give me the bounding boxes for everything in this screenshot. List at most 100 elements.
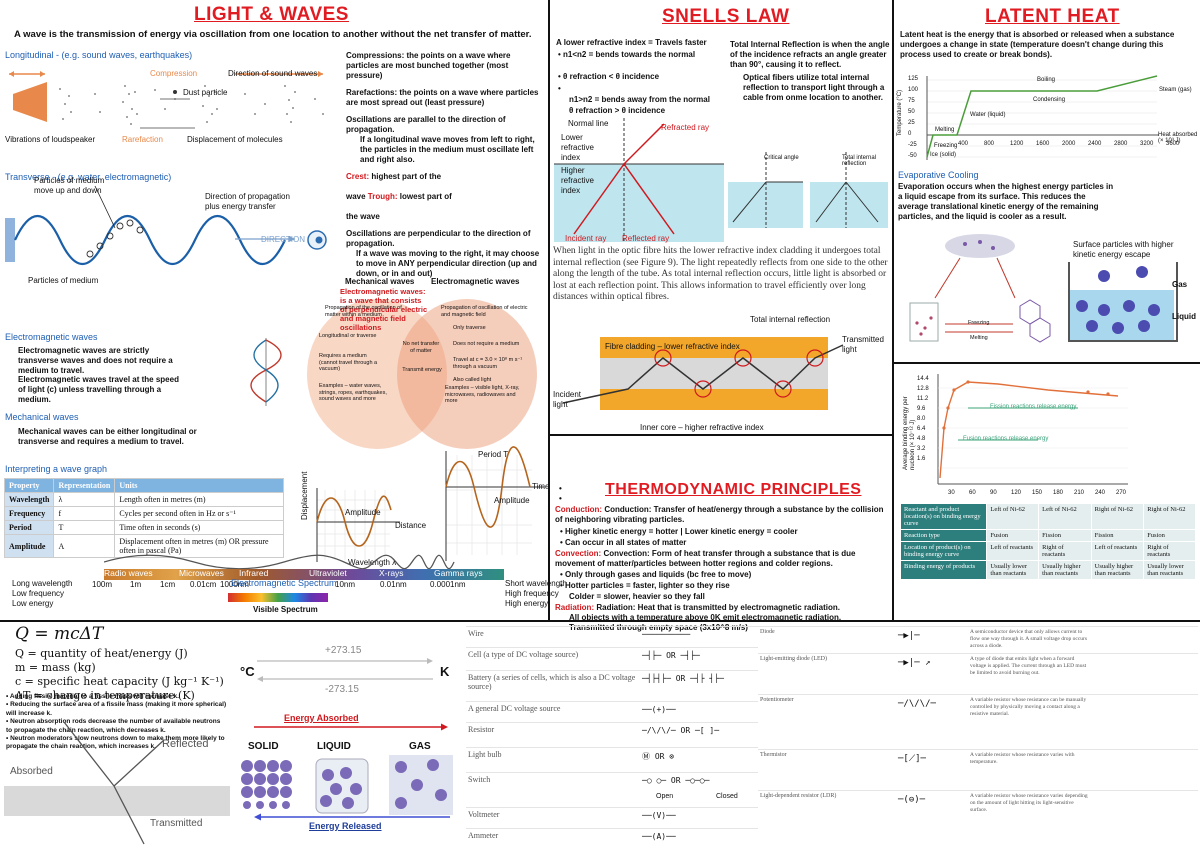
fusion-label: Fusion reactions release energy (963, 436, 1049, 442)
reflected-text: Reflected (162, 738, 209, 750)
spectrum-name: Radio waves (104, 568, 153, 578)
latent-ytick: -25 (908, 142, 917, 148)
binding-cell: Right of reactants (1038, 541, 1092, 561)
spectrum-name: Microwaves (179, 568, 224, 578)
venn-c1: No net transfer of matter (402, 341, 440, 354)
circuit-row: Light-dependent resistor (LDR)─(⊖)─A var… (758, 790, 1198, 841)
spectrum-scale-label: 0.0001nm (430, 580, 466, 589)
high-energy: High energy (505, 599, 549, 608)
latent-ytick: 25 (908, 120, 915, 126)
liquid-particles (312, 755, 372, 815)
circuit-symbol: ──(+)── (642, 705, 676, 714)
latent-xtick: 400 (958, 141, 969, 147)
binding-cell: Binding energy of products (899, 560, 988, 580)
binding-cell: Location of product(s) on binding energy… (899, 541, 988, 561)
table-cell: Amplitude (3, 534, 55, 558)
displacement-axis: Displacement (300, 471, 309, 520)
spectrum-scale-label: 1000nm (220, 580, 249, 589)
em-def-text: Electromagnetic waves: is a wave that co… (340, 287, 428, 332)
latent-xtick: 800 (984, 141, 995, 147)
critical-label: Critical angle (764, 155, 799, 161)
circuit-name: Cell (a type of DC voltage source) (468, 650, 579, 659)
heat-equation: Q = mcΔT (15, 624, 104, 644)
binding-cell: Left of reactants (1090, 541, 1145, 561)
steam-label: Steam (gas) (1159, 87, 1192, 93)
binding-cell: Right of Ni-62 (1143, 503, 1196, 530)
circuit-row: Battery (a series of cells, which is als… (466, 670, 758, 701)
circuit-symbol: ──(V)── (642, 811, 676, 820)
component-desc: A variable resistor whose resistance can… (970, 697, 1087, 717)
light-title: LIGHT & WAVES (194, 4, 349, 25)
table-header: Units (114, 478, 284, 493)
binding-cell: Fission (1038, 529, 1092, 542)
fibre-core-label: Inner core – higher refractive index (640, 423, 764, 432)
component-name: Light-dependent resistor (LDR) (760, 793, 837, 799)
higher-label: Higher refractive index (561, 166, 594, 195)
cladding-bottom (600, 389, 828, 410)
table-cell: Period (3, 520, 55, 535)
switch-closed-label: Closed (716, 793, 738, 800)
latent-xtick: 2400 (1088, 141, 1102, 147)
table-cell: T (53, 520, 116, 535)
energy-absorbed-label: Energy Absorbed (284, 713, 359, 723)
circuit-row: Resistor─/\/\/─ OR ─[ ]─ (466, 722, 758, 747)
osc-perp-text: Oscillations are perpendicular to the di… (346, 229, 531, 248)
snell-title: SNELLS LAW (662, 6, 790, 27)
binding-cell: Left of Ni-62 (986, 503, 1040, 530)
latent-ytick: 50 (908, 109, 915, 115)
snell-bullet: • (558, 84, 561, 93)
component-symbol: ─/\/\/─ (898, 699, 936, 709)
venn-l2: Requires a medium (cannot travel through… (319, 353, 378, 372)
displacement-label: Displacement of molecules (187, 135, 283, 144)
the-wave-text: the wave (346, 212, 380, 221)
snell-n1n2b: n1>n2 = bends away from the normal (569, 95, 710, 104)
latent-ytick: 100 (908, 87, 919, 93)
table-cell: λ (53, 492, 116, 507)
venn-left-sub: Propagation of the oscillation of matter… (325, 305, 402, 318)
latent-xtick: 2000 (1062, 141, 1076, 147)
cond-c-text: Can occur in all states of matter (565, 538, 687, 547)
circuit-row: A general DC voltage source──(+)── (466, 701, 758, 722)
binding-energy-graph (898, 368, 1198, 502)
fibre-tir-label: Total internal reflection (750, 315, 831, 324)
table-cell: Time often in seconds (s) (114, 520, 284, 535)
spectrum-scale-label: 0.01cm (190, 580, 217, 589)
spectrum-name: X-rays (379, 568, 404, 578)
time-wave-graph (432, 445, 547, 565)
period-label: Period T (478, 450, 509, 459)
solid-label: SOLID (248, 741, 279, 752)
be-xtick: 120 (1011, 490, 1022, 496)
be-ytick: 6.4 (917, 426, 926, 432)
circuit-row: Potentiometer─/\/\/─A variable resistor … (758, 694, 1198, 749)
amplitude2-label: Amplitude (494, 496, 530, 505)
latent-ytick: 125 (908, 76, 919, 82)
time-label: Time (532, 482, 550, 491)
circuit-name: Ammeter (468, 831, 499, 840)
circuit-symbols-left: Wire──────────Cell (a type of DC voltage… (466, 626, 758, 849)
high-frequency: High frequency (505, 589, 559, 598)
table-cell: Length often in metres (m) (114, 492, 284, 507)
longitudinal-diagram (5, 64, 340, 146)
circuit-symbol: ─┤├─ OR ─┤├─ (642, 651, 700, 660)
circuit-name: Light bulb (468, 750, 502, 759)
minus-273: -273.15 (325, 684, 359, 695)
tir-heading: Total Internal Reflection is when the an… (730, 40, 890, 69)
divider-latent (892, 362, 1200, 364)
venn-l3: Examples – water waves, strings, ropes, … (319, 383, 387, 402)
cond-c: • Can occur in all states of matter (560, 538, 687, 547)
circuit-name: Battery (a series of cells, which is als… (468, 673, 636, 691)
energy-released-label: Energy Released (309, 821, 382, 831)
venn-r5: Examples – visible light, X-ray, microwa… (445, 385, 520, 404)
be-xtick: 30 (948, 490, 955, 496)
latent-xtick: 2800 (1114, 141, 1128, 147)
component-name: Diode (760, 629, 775, 635)
low-frequency: Low frequency (12, 589, 65, 598)
snell-n1n2a: • n1<n2 = bends towards the normal (558, 50, 696, 59)
component-desc: A semiconductor device that only allows … (970, 629, 1088, 649)
evap-freezing: Freezing (968, 320, 990, 326)
divider-bottom (0, 620, 1200, 622)
osc-perp-detail: If a wave was moving to the right, it ma… (356, 249, 540, 278)
